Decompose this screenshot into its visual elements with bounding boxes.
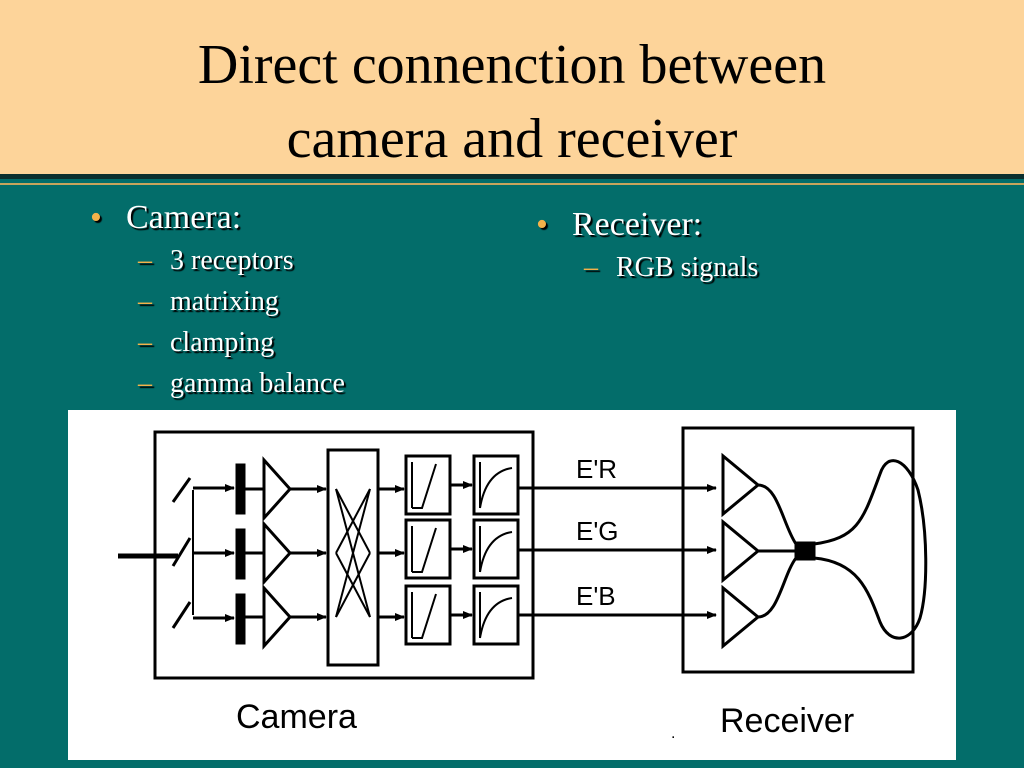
camera-bullet-label: Camera: [126,199,242,236]
receiver-triangle [721,452,761,518]
gamma-curve [479,592,513,639]
page-title: Direct connenction between camera and re… [0,28,1024,176]
filter [235,528,246,580]
receiver-triangle [721,584,761,650]
receptor-triangle [262,584,293,650]
dot-mark: . [671,725,675,742]
clamp-curve [411,462,437,509]
list-item-text: matrixing [170,286,279,317]
list-item: –matrixing [138,281,345,322]
gun-line [757,483,798,545]
filter [235,463,246,515]
page-title-line-1: Direct connenction between [197,34,827,96]
camera-sub-list: –3 receptors –matrixing –clamping –gamma… [90,240,345,404]
receiver-box [681,426,915,674]
clamp-curve [411,526,437,573]
matrix-line [335,488,371,618]
page-title-line-2: camera and receiver [286,108,738,170]
list-item-text: 3 receptors [170,245,294,276]
list-item: –3 receptors [138,240,345,281]
receiver-block [681,426,928,674]
mirror [171,537,192,567]
matrix-line [335,488,371,554]
gamma-box [472,454,520,516]
diagram-panel: E'R E'G E'B Camera Receiver . [68,410,956,760]
dash-icon: – [138,368,152,399]
filter [235,593,246,645]
gamma-curve [479,462,513,509]
electron-gun [794,541,816,561]
dash-icon: – [584,252,598,283]
bullet-dot-icon: • [90,199,102,236]
mirror [171,601,192,629]
title-divider-accent [0,183,1024,185]
signal-label-r: E'R [576,454,617,484]
receptor-triangle [262,456,293,522]
crt-tube [813,459,928,640]
signal-label-b: E'B [576,581,616,611]
matrix-line [335,552,371,618]
dash-icon: – [138,286,152,317]
receiver-bullet: • Receiver: [536,203,758,247]
list-item-text: clamping [170,327,275,358]
camera-bullet: • Camera: [90,196,345,240]
receiver-sub-list: –RGB signals [536,247,758,288]
list-item: –gamma balance [138,363,345,404]
receiver-bullet-group: • Receiver: –RGB signals [536,203,758,288]
receiver-label: Receiver [720,702,854,740]
transmission-lines [518,484,717,619]
dash-icon: – [138,245,152,276]
title-divider [0,174,1024,179]
title-band [0,0,1024,174]
bullet-dot-icon: • [536,206,548,243]
gamma-curve [479,526,513,573]
signal-label-g: E'G [576,516,619,546]
matrix-box [326,448,380,667]
dash-icon: – [138,327,152,358]
camera-label: Camera [236,698,357,736]
camera-box [153,430,535,680]
receptor-triangle [262,520,293,586]
list-item-text: RGB signals [616,252,759,283]
list-item-text: gamma balance [170,368,345,399]
gun-line [757,557,798,619]
camera-bullet-group: •Camera: –3 receptors –matrixing –clampi… [90,196,345,404]
clamp-curve [411,592,437,639]
receiver-bullet-label: Receiver: [572,206,703,243]
receiver-triangle [721,518,761,584]
camera-receiver-diagram: E'R E'G E'B Camera Receiver . [118,426,928,742]
mirror [171,477,192,503]
camera-block [118,430,535,680]
list-item: –clamping [138,322,345,363]
list-item: –RGB signals [584,247,758,288]
